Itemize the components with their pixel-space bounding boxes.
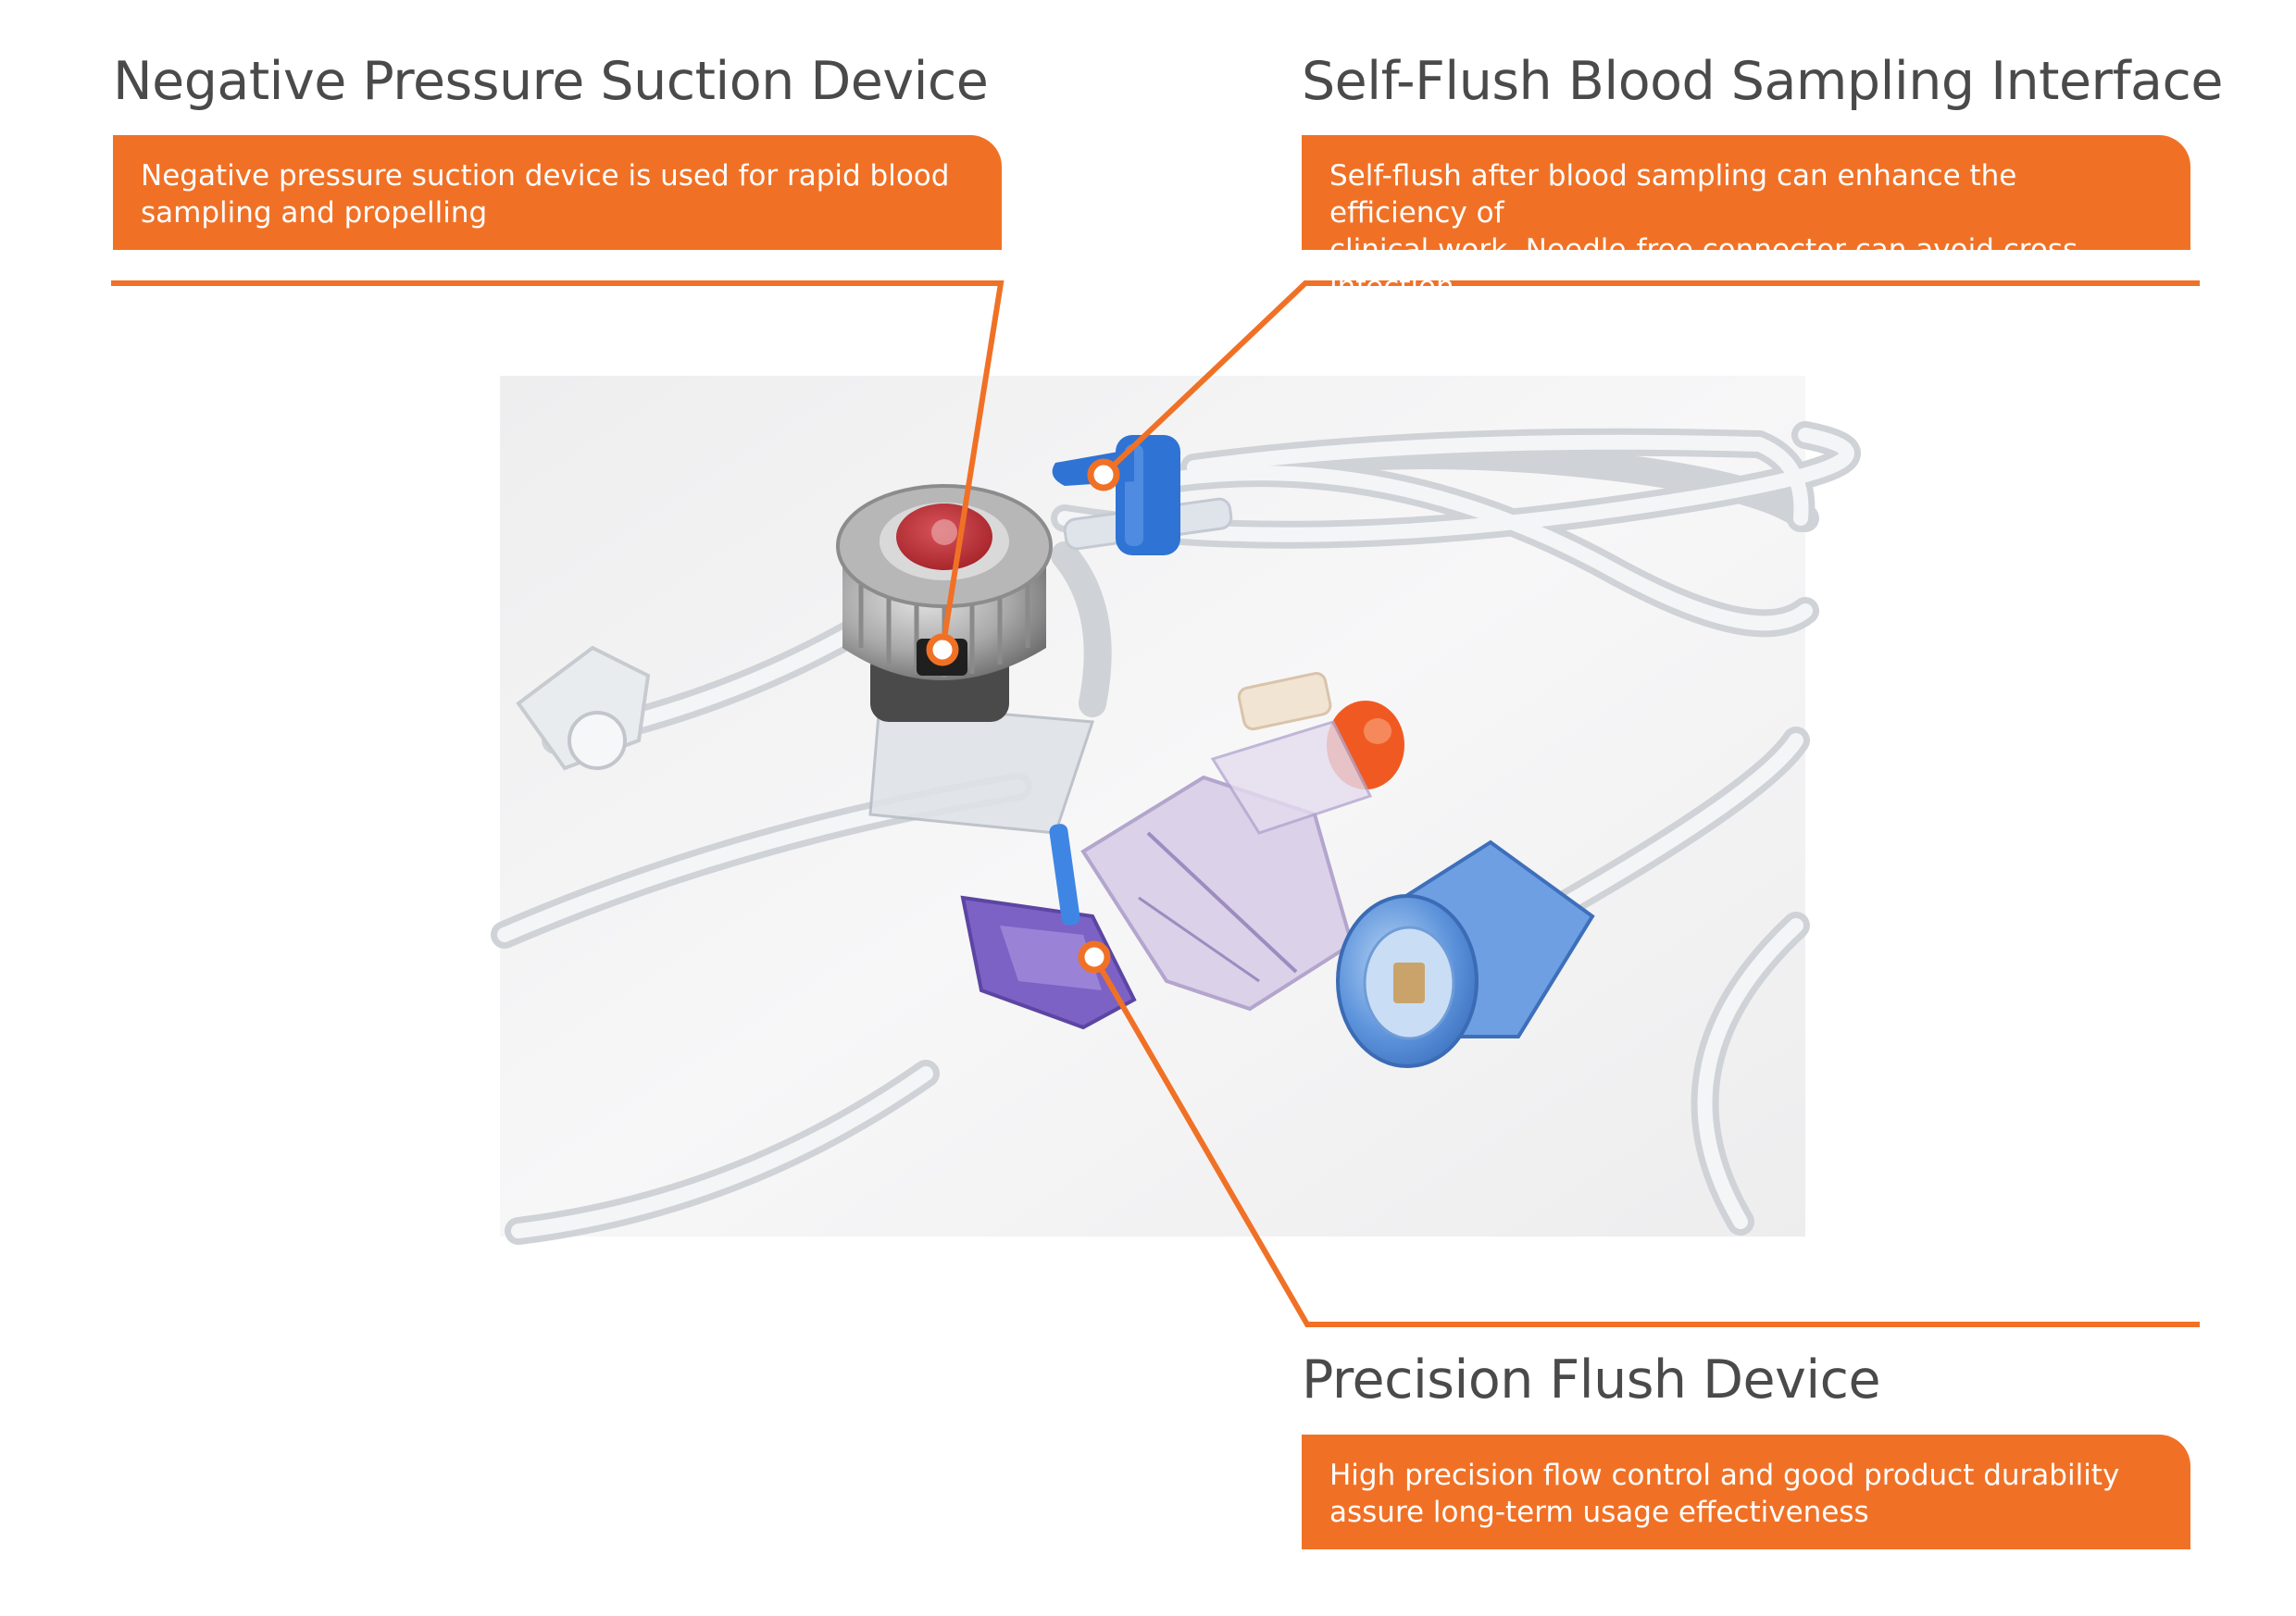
left-connector: [516, 645, 651, 771]
negative-pressure-line-1: Negative pressure suction device is used…: [141, 159, 950, 193]
self-flush-line-1: Self-flush after blood sampling can enha…: [1329, 159, 2017, 230]
self-flush-description: Self-flush after blood sampling can enha…: [1302, 135, 2190, 304]
precision-flush-line-1: High precision flow control and good pro…: [1329, 1459, 2120, 1492]
marker-precision-flush: [1078, 940, 1111, 974]
marker-self-flush: [1087, 458, 1120, 491]
self-flush-title: Self-Flush Blood Sampling Interface: [1302, 51, 2223, 112]
self-flush-stopcock: [1052, 435, 1233, 555]
precision-flush-description: High precision flow control and good pro…: [1302, 1435, 2190, 1549]
negative-pressure-description: Negative pressure suction device is used…: [113, 135, 1002, 250]
leader-negative-pressure: [111, 280, 1004, 651]
precision-flush-title: Precision Flush Device: [1302, 1349, 1881, 1411]
leader-self-flush: [1101, 280, 2200, 478]
leader-precision-flush: [1092, 955, 2200, 1327]
negative-pressure-line-2: sampling and propelling: [141, 196, 488, 230]
blue-transducer-cap: [1336, 839, 1595, 1068]
marker-negative-pressure: [926, 633, 959, 666]
negative-pressure-title: Negative Pressure Suction Device: [113, 51, 989, 112]
precision-flush-line-2: assure long-term usage effectiveness: [1329, 1496, 1869, 1529]
self-flush-line-2: clinical work. Needle-free connector can…: [1329, 233, 2078, 304]
precision-flush-body: [960, 720, 1373, 1030]
negative-pressure-knob: [836, 484, 1095, 835]
